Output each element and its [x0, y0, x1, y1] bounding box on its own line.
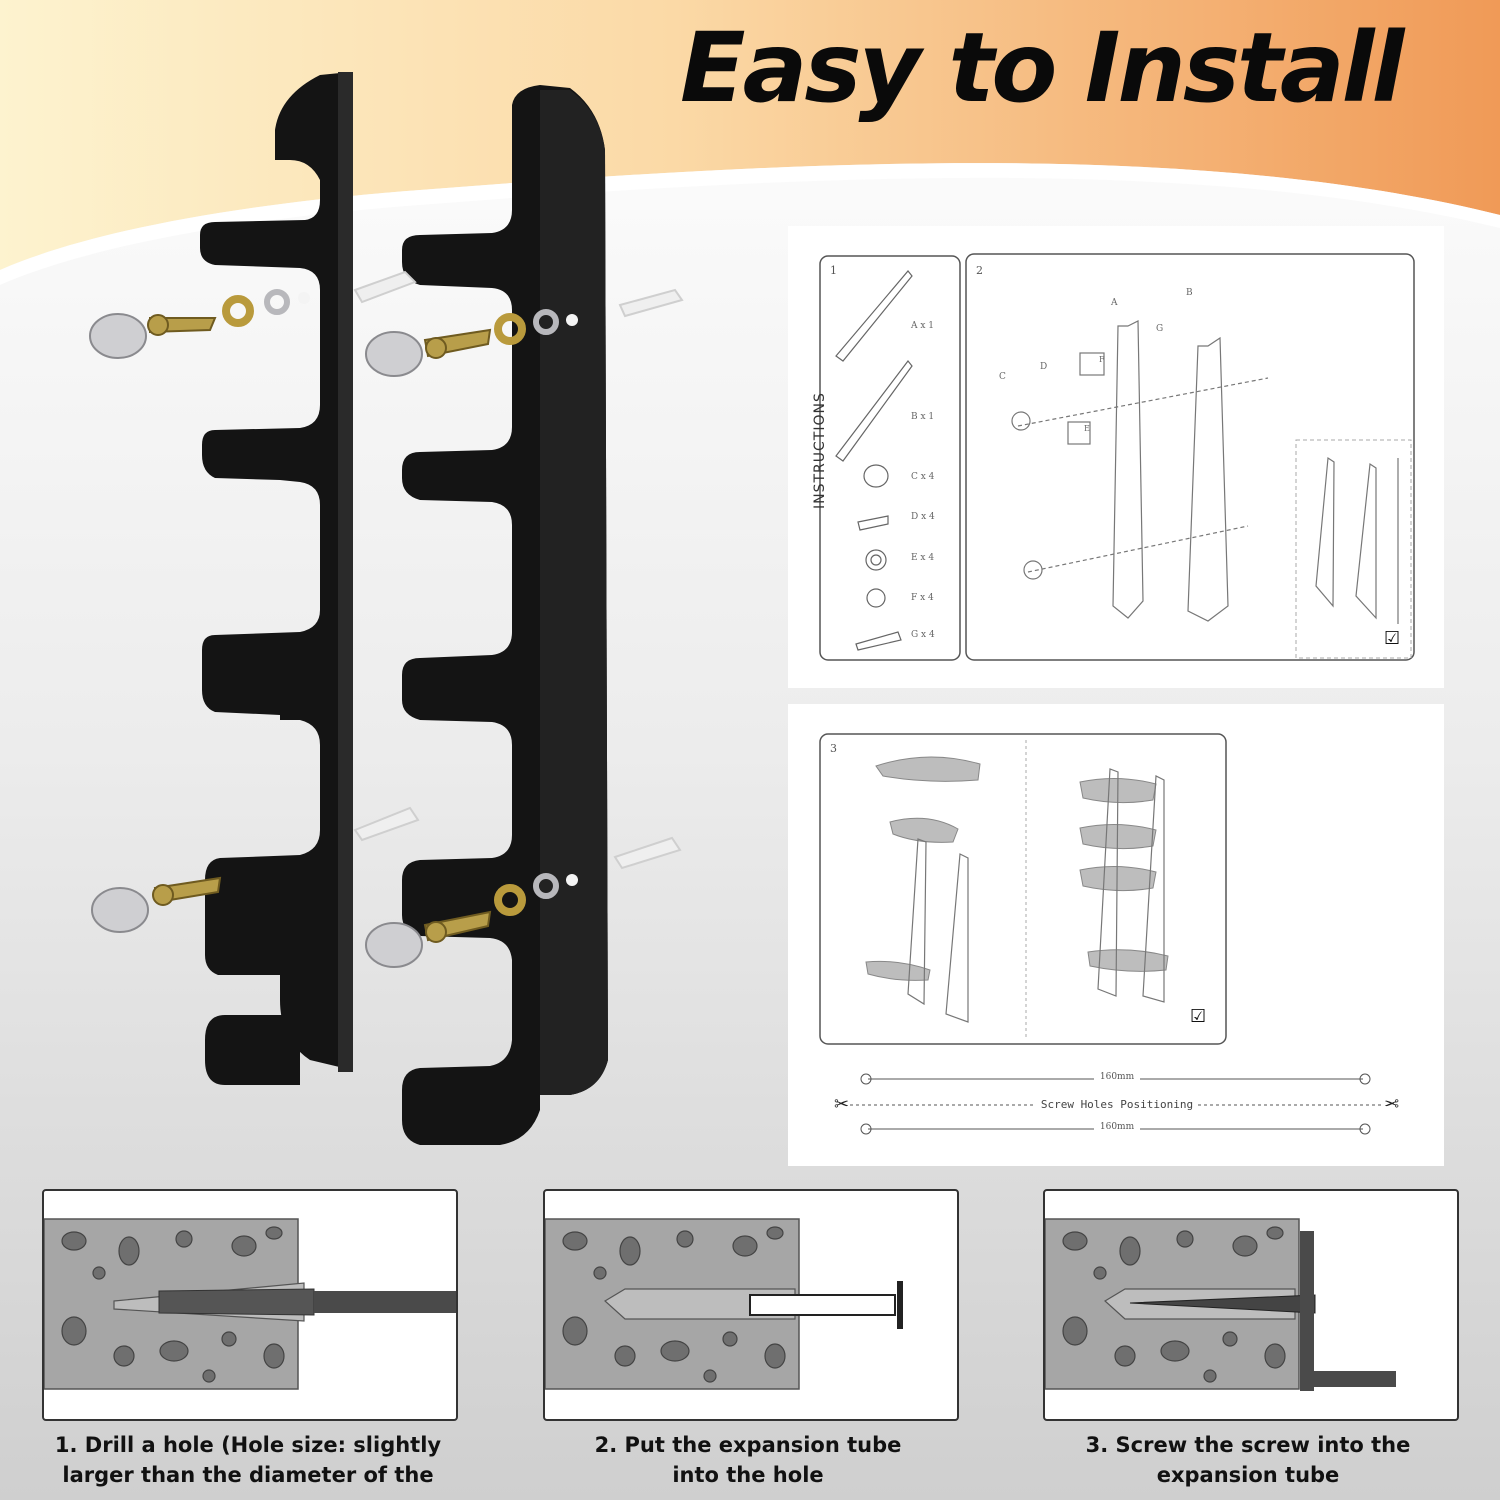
- rack-a: [200, 72, 353, 1085]
- washers: [222, 295, 526, 916]
- step-1-caption: 1. Drill a hole (Hole size: slightly lar…: [20, 1430, 476, 1490]
- step-1-drill-illustration: [42, 1189, 458, 1421]
- step-2-anchor-illustration: [543, 1189, 959, 1421]
- diagram-label-a: A: [1111, 298, 1118, 308]
- rack-b: [402, 85, 608, 1145]
- step-3-number: 3: [830, 742, 837, 755]
- part-d-qty: D x 4: [911, 512, 935, 522]
- part-f-qty: F x 4: [911, 593, 934, 603]
- check-icon: ☑: [1384, 628, 1401, 649]
- instruction-sheet-top: INSTRUCTIONS 1 2 A x 1 B x 1 C x 4 D x 4…: [788, 226, 1444, 688]
- part-a-qty: A x 1: [911, 321, 935, 331]
- instruction-sheet-bottom: 3 ☑ 160mm Screw Holes Positioning 160mm …: [788, 704, 1444, 1166]
- step-2-caption-line-2: into the hole: [672, 1463, 824, 1487]
- diagram-label-e: E: [1084, 424, 1090, 433]
- part-e-qty: E x 4: [911, 553, 935, 563]
- diagram-label-g: G: [1156, 324, 1164, 334]
- diagram-label-f: F: [1099, 355, 1105, 364]
- screw-holes-positioning-label: Screw Holes Positioning: [1040, 1098, 1194, 1111]
- step-3-caption-line-1: 3. Screw the screw into the: [1085, 1433, 1411, 1457]
- measure-bottom-label: 160mm: [1099, 1122, 1135, 1132]
- step-1-caption-line-2: larger than the diameter of the: [62, 1463, 434, 1487]
- screws: [147, 314, 492, 943]
- cover-caps: [89, 313, 423, 968]
- step-1-caption-line-1: 1. Drill a hole (Hole size: slightly: [54, 1433, 442, 1457]
- check-icon: ☑: [1190, 1006, 1207, 1027]
- step-1-number: 1: [830, 264, 837, 277]
- step-3-caption: 3. Screw the screw into the expansion tu…: [1020, 1430, 1476, 1490]
- step-3-caption-line-2: expansion tube: [1156, 1463, 1340, 1487]
- part-g-qty: G x 4: [911, 630, 935, 640]
- top-banner: [0, 0, 1500, 270]
- step-2-number: 2: [976, 264, 983, 277]
- diagram-label-d: D: [1040, 362, 1048, 372]
- step-3-screw-illustration: [1043, 1189, 1459, 1421]
- page-title: Easy to Install: [680, 12, 1404, 124]
- instructions-vertical-label: INSTRUCTIONS: [812, 392, 828, 509]
- expansion-anchors: [353, 270, 684, 870]
- step-2-caption: 2. Put the expansion tube into the hole: [520, 1430, 976, 1490]
- scissor-icon: ✂: [1384, 1094, 1400, 1115]
- diagram-label-b: B: [1186, 288, 1193, 298]
- scissor-icon: ✂: [834, 1094, 850, 1115]
- part-c-qty: C x 4: [911, 472, 935, 482]
- step-2-caption-line-1: 2. Put the expansion tube: [594, 1433, 902, 1457]
- part-b-qty: B x 1: [911, 412, 935, 422]
- diagram-label-c: C: [999, 372, 1006, 382]
- measure-top-label: 160mm: [1099, 1072, 1135, 1082]
